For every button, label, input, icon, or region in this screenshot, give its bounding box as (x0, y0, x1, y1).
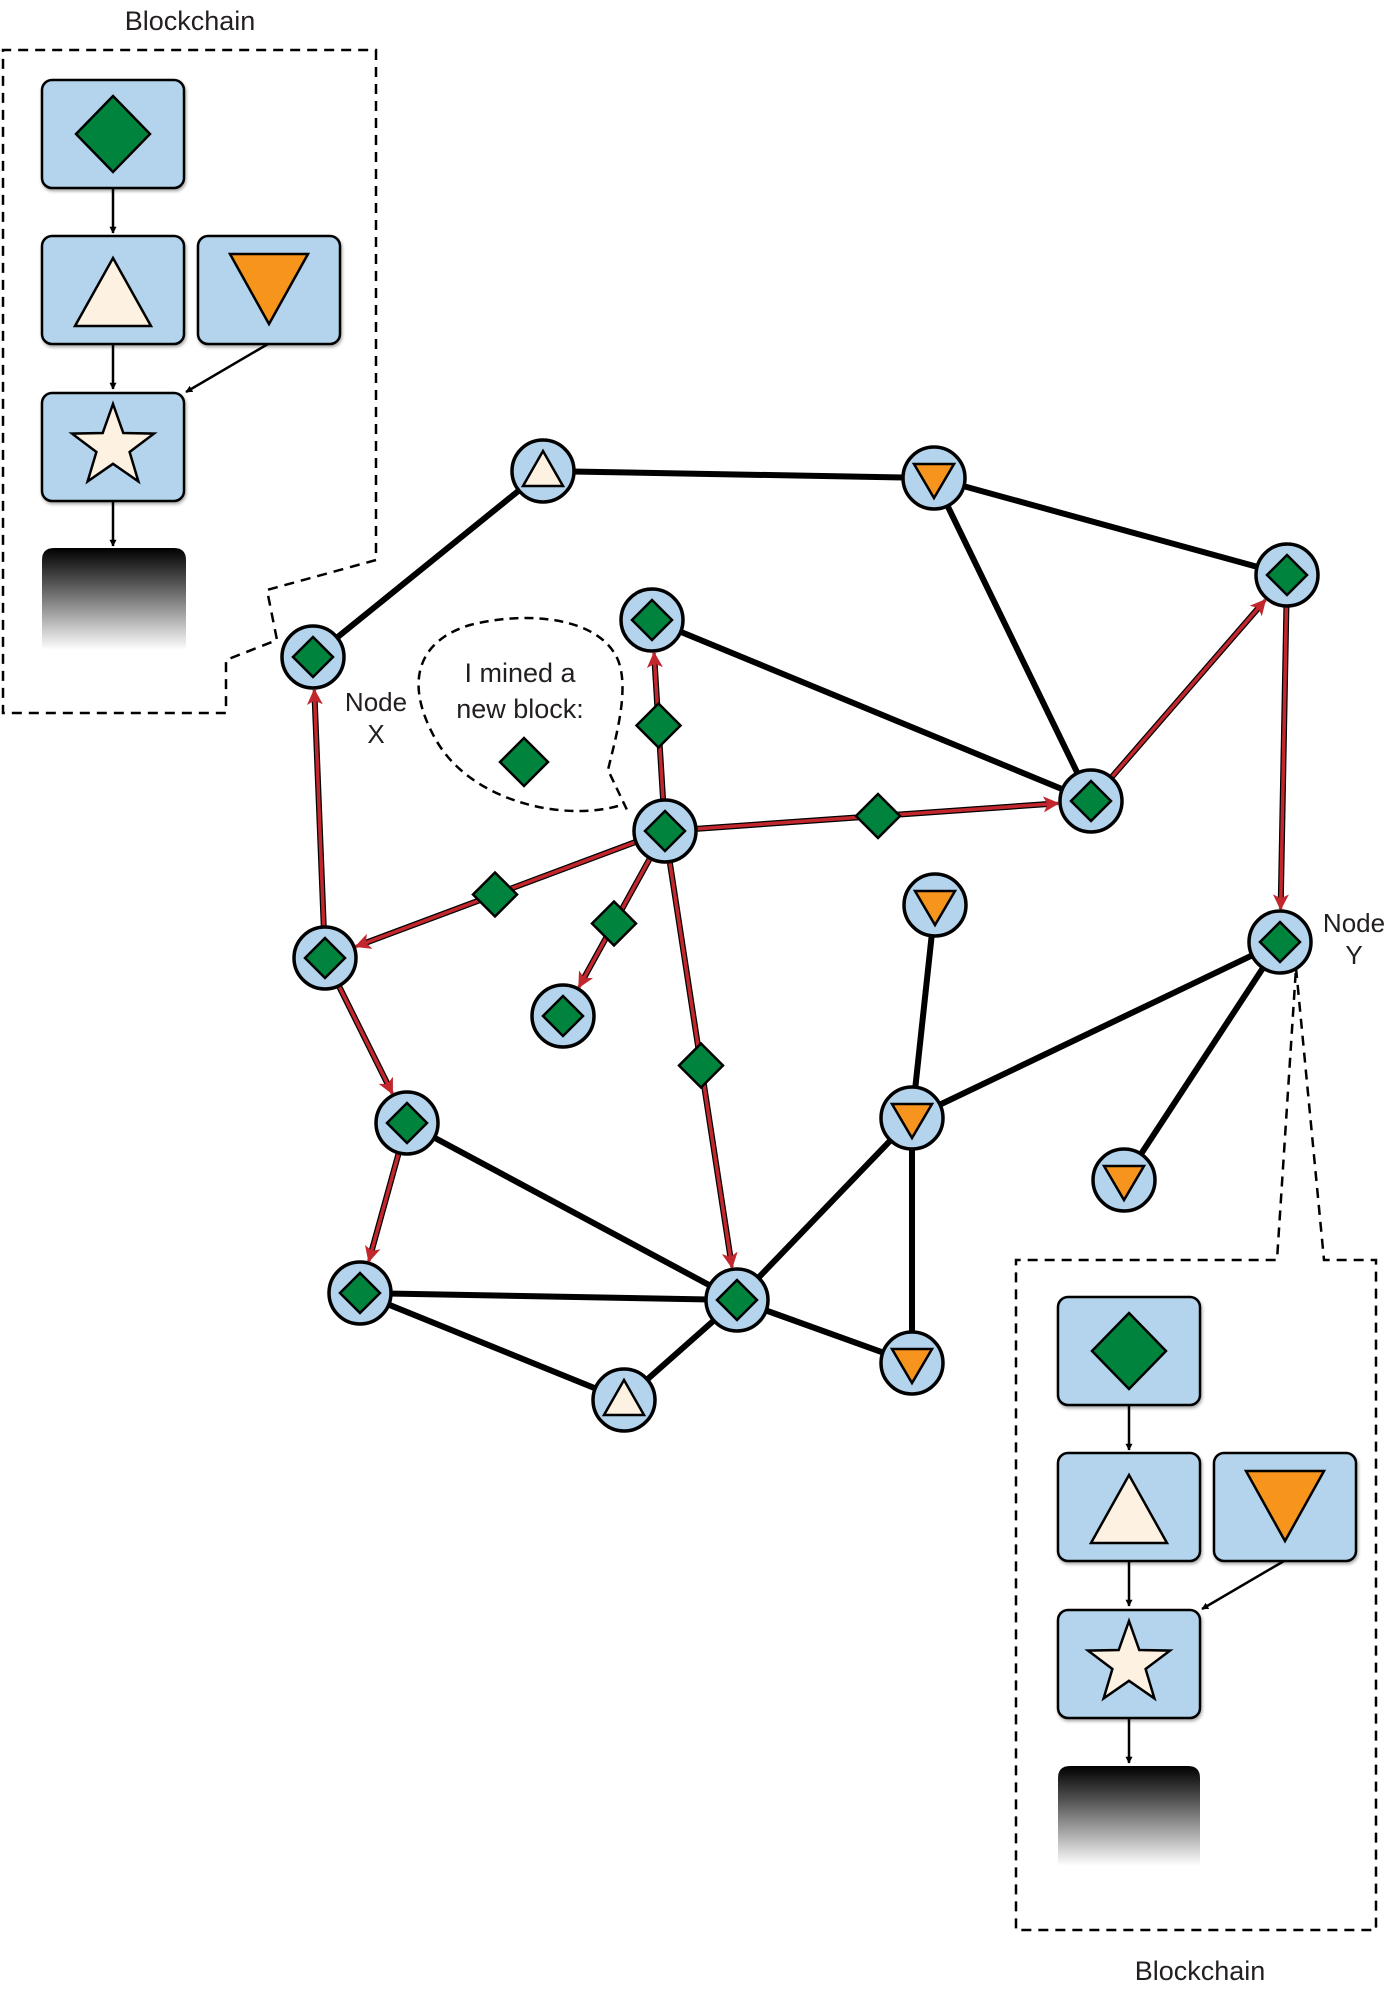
network-node-n16 (327, 1260, 393, 1326)
diamond-icon (303, 936, 347, 980)
network-node-nx (280, 624, 346, 690)
diamond-icon (385, 1101, 429, 1145)
network-link-n14-ny (910, 939, 1282, 1121)
network-link-n17-n14 (734, 1115, 915, 1303)
triangle-down-icon (889, 1102, 935, 1141)
block-orphan-triangle (196, 234, 342, 346)
diamond-icon (630, 598, 674, 642)
network-node-n6 (632, 798, 698, 864)
in-transit-block-diamond-icon (471, 870, 519, 919)
network-node-n5 (619, 587, 685, 653)
diamond-icon (1265, 553, 1309, 597)
in-transit-block-diamond-icon (634, 701, 683, 750)
network-node-n1 (510, 438, 576, 504)
propagation-link-n7-nx (306, 688, 326, 928)
block-diamond (1056, 1295, 1202, 1407)
blockchain-panel-top: Blockchain (1, 6, 378, 715)
star-icon (68, 400, 158, 485)
speech-bubble-outline (417, 616, 630, 813)
network-link-n16-n17 (359, 1290, 738, 1303)
network-link-n1-n2 (542, 468, 935, 481)
diamond-icon (1090, 1311, 1168, 1391)
network-node-n14 (879, 1085, 945, 1151)
block-orphan-triangle (1212, 1451, 1358, 1563)
mined-block-speech-bubble: I mined a new block: (417, 616, 630, 813)
network-node-n13 (374, 1090, 440, 1156)
speech-bubble-line-1: I mined a (464, 658, 576, 688)
node-x-label-line-1: Node (345, 687, 407, 717)
triangle-down-icon (1243, 1469, 1327, 1544)
in-transit-block-diamond-icon (590, 899, 638, 948)
triangle-up-icon (1088, 1472, 1170, 1545)
triangle-down-icon (1101, 1164, 1147, 1203)
network-node-n2 (901, 445, 967, 511)
triangle-up-icon (72, 255, 154, 328)
diamond-icon (291, 635, 335, 679)
new-block-diamond-icon (498, 736, 550, 788)
node-y-label-line-2: Y (1345, 940, 1362, 970)
triangle-down-icon (227, 252, 311, 327)
blockchain-panel-bottom: Blockchain (1014, 967, 1378, 1986)
propagation-link-n7-n13 (337, 984, 394, 1095)
network-node-n3 (1254, 542, 1320, 608)
blockchain-panel-top-border (1, 48, 378, 715)
block-diamond (40, 78, 186, 190)
network-node-n11 (902, 872, 968, 938)
triangle-up-icon (520, 448, 566, 488)
block-star (1056, 1608, 1202, 1720)
network-link-ny-n15 (1121, 940, 1283, 1182)
blockchain-panel-bottom-border (1014, 967, 1378, 1932)
triangle-down-icon (912, 889, 958, 928)
network-node-n19 (879, 1330, 945, 1396)
block-star (40, 391, 186, 503)
network-node-n18 (591, 1367, 657, 1433)
network-nodes (280, 438, 1320, 1433)
pending-block (42, 548, 186, 650)
in-transit-block-diamond-icon (677, 1041, 725, 1090)
network-node-n7 (292, 925, 358, 991)
orphan-link (185, 342, 269, 394)
network-node-n9 (1058, 768, 1124, 834)
triangle-up-icon (601, 1377, 647, 1417)
propagation-link-n9-n3 (1109, 598, 1267, 779)
speech-bubble-line-2: new block: (456, 694, 584, 724)
star-icon (1084, 1617, 1174, 1702)
network-link-n2-n3 (933, 475, 1288, 578)
network-edges-plain (311, 468, 1288, 1403)
network-node-n8 (530, 983, 596, 1049)
diamond-icon (1069, 779, 1113, 823)
network-link-n16-n18 (358, 1290, 626, 1403)
network-link-n13-n17 (405, 1120, 739, 1303)
diamond-icon (74, 94, 152, 174)
propagation-link-n13-n16 (364, 1152, 401, 1263)
triangle-down-icon (889, 1347, 935, 1386)
diamond-icon (338, 1271, 382, 1315)
node-y-label-line-1: Node (1323, 908, 1385, 938)
diamond-icon (715, 1278, 759, 1322)
diamond-icon (541, 994, 585, 1038)
block-triangle (40, 234, 186, 346)
blockchain-title-bottom: Blockchain (1135, 1956, 1266, 1986)
in-transit-blocks (471, 701, 902, 1090)
network-link-n2-n9 (931, 476, 1094, 803)
orphan-link (1201, 1559, 1285, 1611)
in-transit-block-diamond-icon (854, 792, 902, 840)
diamond-icon (643, 809, 687, 853)
network-node-ny (1247, 909, 1313, 975)
network-link-n5-n9 (650, 617, 1093, 804)
pending-block (1058, 1766, 1200, 1866)
network-link-n11-n14 (909, 904, 938, 1119)
network-link-nx-n1 (311, 468, 545, 660)
block-triangle (1056, 1451, 1202, 1563)
node-x-label-line-2: X (367, 719, 384, 749)
network-node-n17 (704, 1267, 770, 1333)
network-node-n15 (1091, 1147, 1157, 1213)
propagation-link-n3-ny (1272, 605, 1289, 911)
diamond-icon (1258, 920, 1302, 964)
blockchain-title-top: Blockchain (125, 6, 256, 36)
triangle-down-icon (911, 462, 957, 501)
